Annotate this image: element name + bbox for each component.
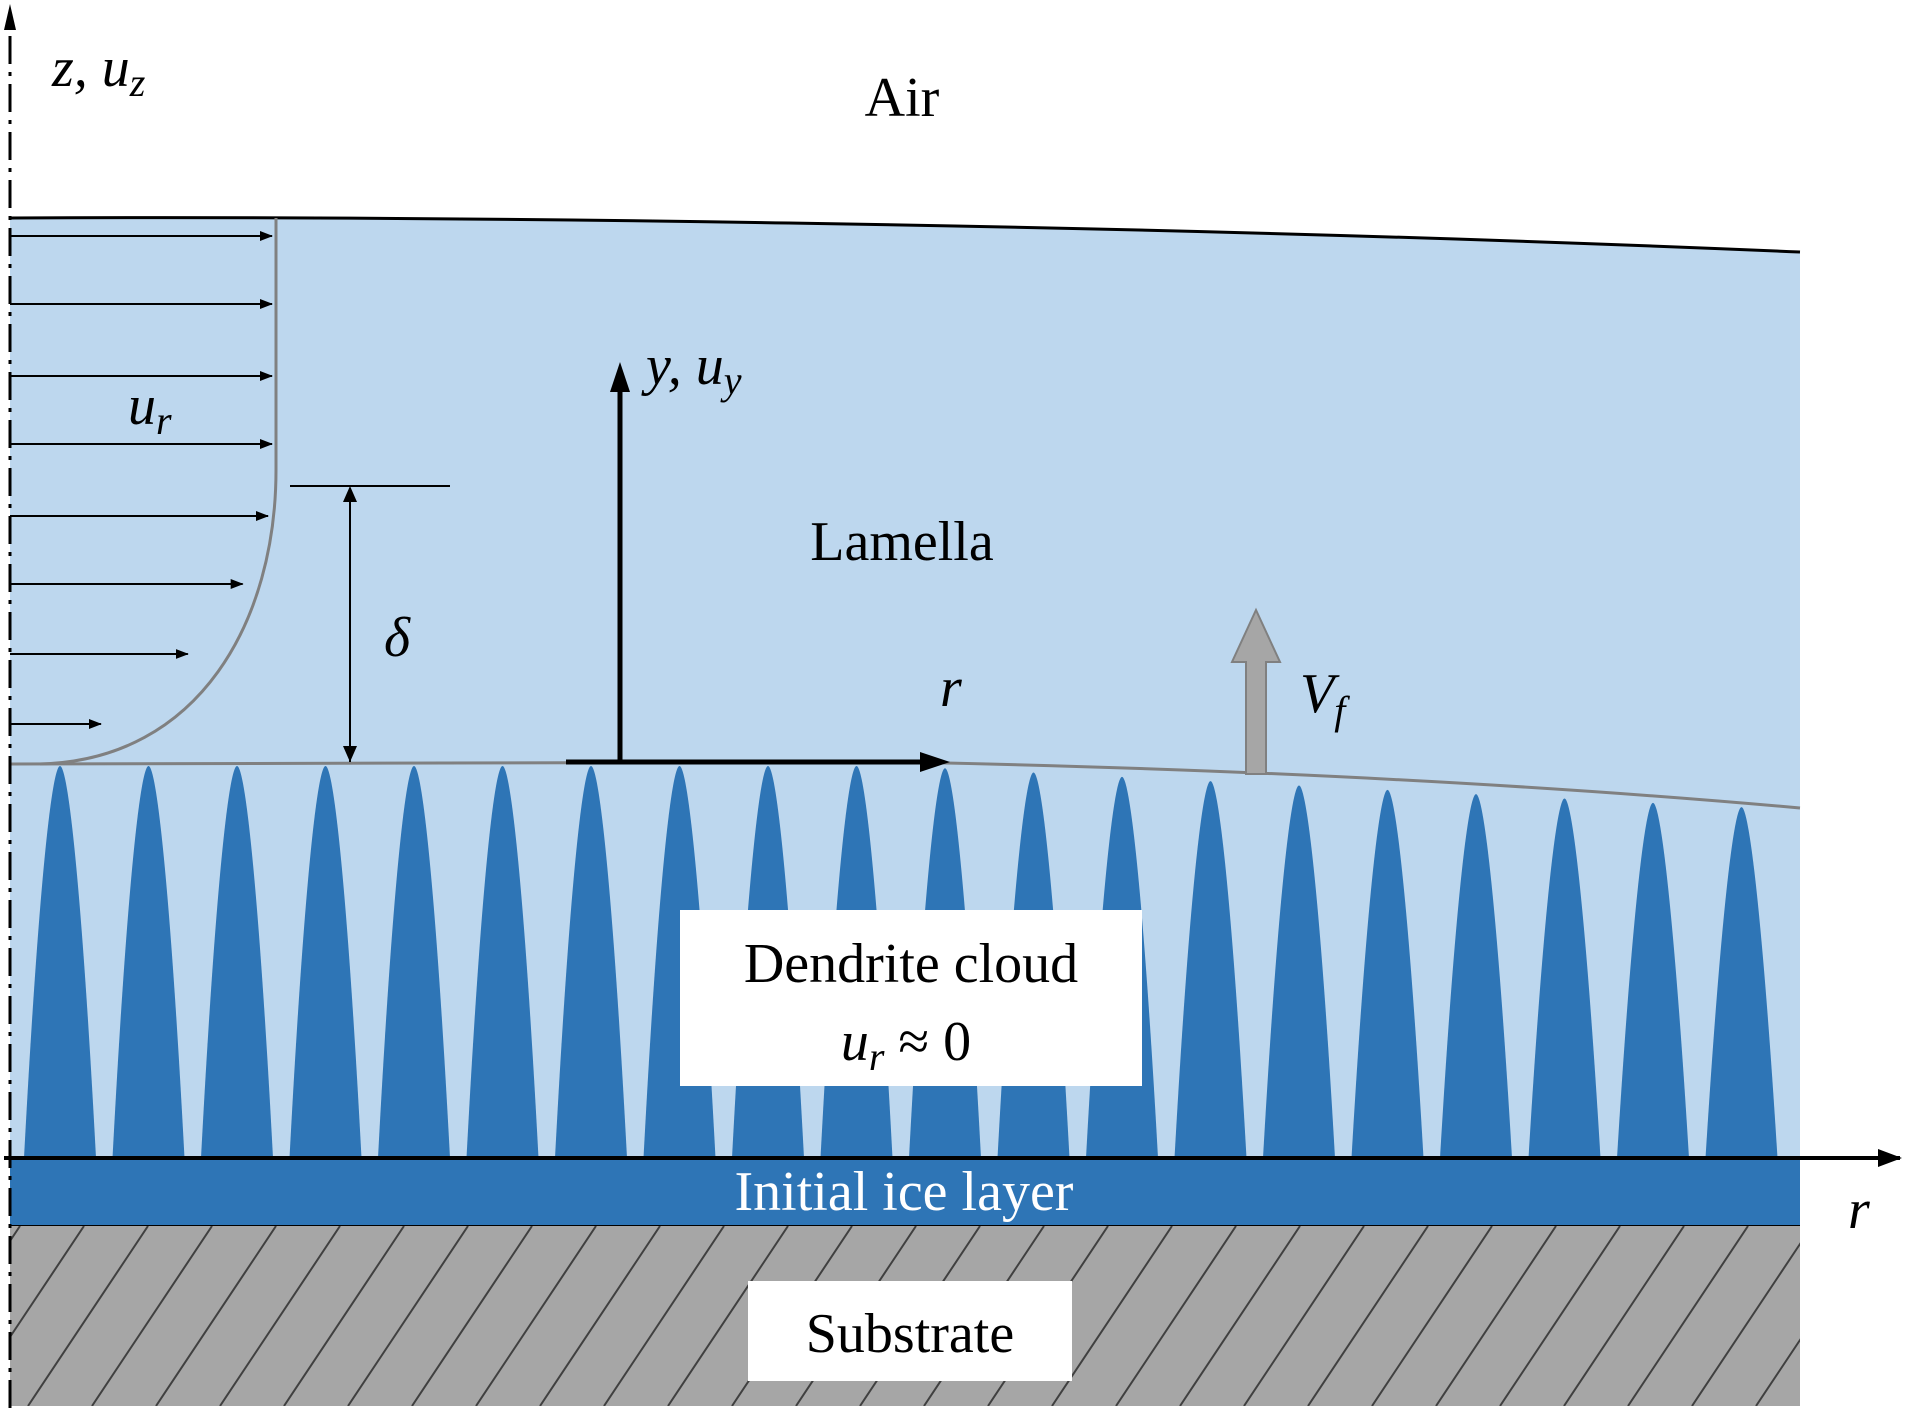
hatch-line	[10, 1226, 85, 1339]
hatch-line	[1755, 1338, 1800, 1406]
global-r-axis-label: r	[1848, 1179, 1870, 1241]
boundary-layer-arrowhead-top	[343, 486, 357, 502]
hatch-line	[1435, 1226, 1557, 1406]
velocity-profile-curve	[39, 218, 278, 766]
hatch-line	[1627, 1226, 1749, 1406]
dendrite-spike	[201, 766, 273, 1158]
hatch-line	[667, 1226, 789, 1406]
hatch-line	[1371, 1226, 1493, 1406]
hatch-line	[347, 1226, 469, 1406]
substrate-label: Substrate	[806, 1303, 1014, 1365]
local-y-axis-label: y, uy	[641, 335, 742, 403]
hatch-line	[1179, 1226, 1301, 1406]
lamella-label: Lamella	[810, 511, 994, 573]
dendrite-spike	[1705, 807, 1778, 1158]
hatch-line	[475, 1226, 597, 1406]
dendrite-spike	[555, 766, 627, 1158]
initial-ice-layer	[10, 1158, 1800, 1226]
lamella-surface-line	[9, 216, 1801, 254]
hatch-line	[1243, 1226, 1365, 1406]
local-r-axis-label: r	[940, 657, 962, 719]
substrate-label-box	[748, 1281, 1072, 1381]
dendrite-condition-label: ur ≈ 0	[841, 1011, 971, 1079]
dendrite-spike	[466, 766, 539, 1158]
lamella-region	[10, 217, 1800, 1158]
local-y-axis-arrowhead	[610, 362, 630, 392]
dendrite-spike	[1174, 781, 1247, 1158]
hatch-line	[1499, 1226, 1621, 1406]
boundary-layer-arrowhead-bottom	[343, 746, 357, 762]
hatch-line	[603, 1226, 725, 1406]
dendrite-spike	[1263, 785, 1335, 1158]
hatch-line	[1884, 1226, 1908, 1406]
dendrite-spike	[1351, 789, 1424, 1158]
hatch-line	[283, 1226, 405, 1406]
hatch-line	[1563, 1226, 1685, 1406]
dendrite-cloud-label: Dendrite cloud	[744, 933, 1078, 995]
hatch-line	[27, 1226, 149, 1406]
hatch-line	[539, 1226, 661, 1406]
velocity-profile-arrows	[10, 231, 273, 729]
hatch-line	[1115, 1226, 1237, 1406]
hatch-line	[1691, 1242, 1800, 1406]
hatch-line	[91, 1226, 213, 1406]
hatch-line	[411, 1226, 533, 1406]
dendrite-spike	[378, 766, 450, 1158]
initial-ice-layer-label: Initial ice layer	[735, 1161, 1074, 1223]
local-r-axis-arrowhead	[920, 752, 950, 772]
hatch-line	[155, 1226, 277, 1406]
velocity-ur-label: ur	[128, 375, 172, 443]
front-speed-arrow	[1230, 607, 1282, 775]
boundary-layer-label: δ	[384, 607, 411, 669]
dendrite-cloud-label-box	[680, 910, 1142, 1086]
hatch-line	[1820, 1226, 1908, 1406]
front-speed-label: Vf	[1300, 663, 1350, 733]
dendrite-spike	[1440, 794, 1512, 1158]
dendrite-spike	[289, 766, 362, 1158]
z-axis-label: z, uz	[51, 37, 146, 105]
dendrite-spike	[112, 766, 185, 1158]
solidification-front-line	[9, 760, 1801, 810]
hatch-line	[1307, 1226, 1429, 1406]
dendrite-spike	[1528, 798, 1601, 1158]
air-label: Air	[865, 67, 940, 129]
hatch-line	[219, 1226, 341, 1406]
z-axis-arrowhead	[4, 4, 16, 30]
dendrite-spike	[24, 766, 96, 1158]
dendrite-spike	[1617, 802, 1689, 1158]
